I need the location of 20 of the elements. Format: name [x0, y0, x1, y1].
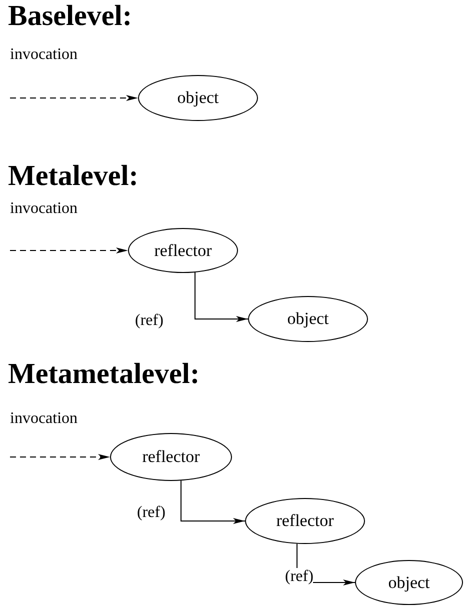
node-label: object [287, 309, 329, 329]
arrow [194, 272, 248, 322]
dashed-arrow [10, 248, 128, 254]
invocation-label: invocation [10, 200, 78, 218]
node-label: reflector [154, 240, 212, 260]
edge-label: (ref) [285, 568, 314, 586]
node-label: reflector [142, 447, 200, 467]
arrow [180, 480, 246, 524]
invocation-label: invocation [10, 46, 78, 64]
node-label: reflector [276, 511, 334, 531]
section-heading: Baselevel: [8, 0, 132, 33]
section-heading: Metalevel: [8, 160, 138, 193]
section-heading: Metametalevel: [8, 358, 200, 391]
edge-label: (ref) [135, 312, 164, 330]
invocation-label: invocation [10, 410, 78, 428]
dashed-arrow [10, 454, 110, 460]
node-label: object [388, 572, 430, 592]
edge-label: (ref) [137, 504, 166, 522]
dashed-arrow [10, 95, 138, 101]
node-label: object [177, 88, 219, 108]
